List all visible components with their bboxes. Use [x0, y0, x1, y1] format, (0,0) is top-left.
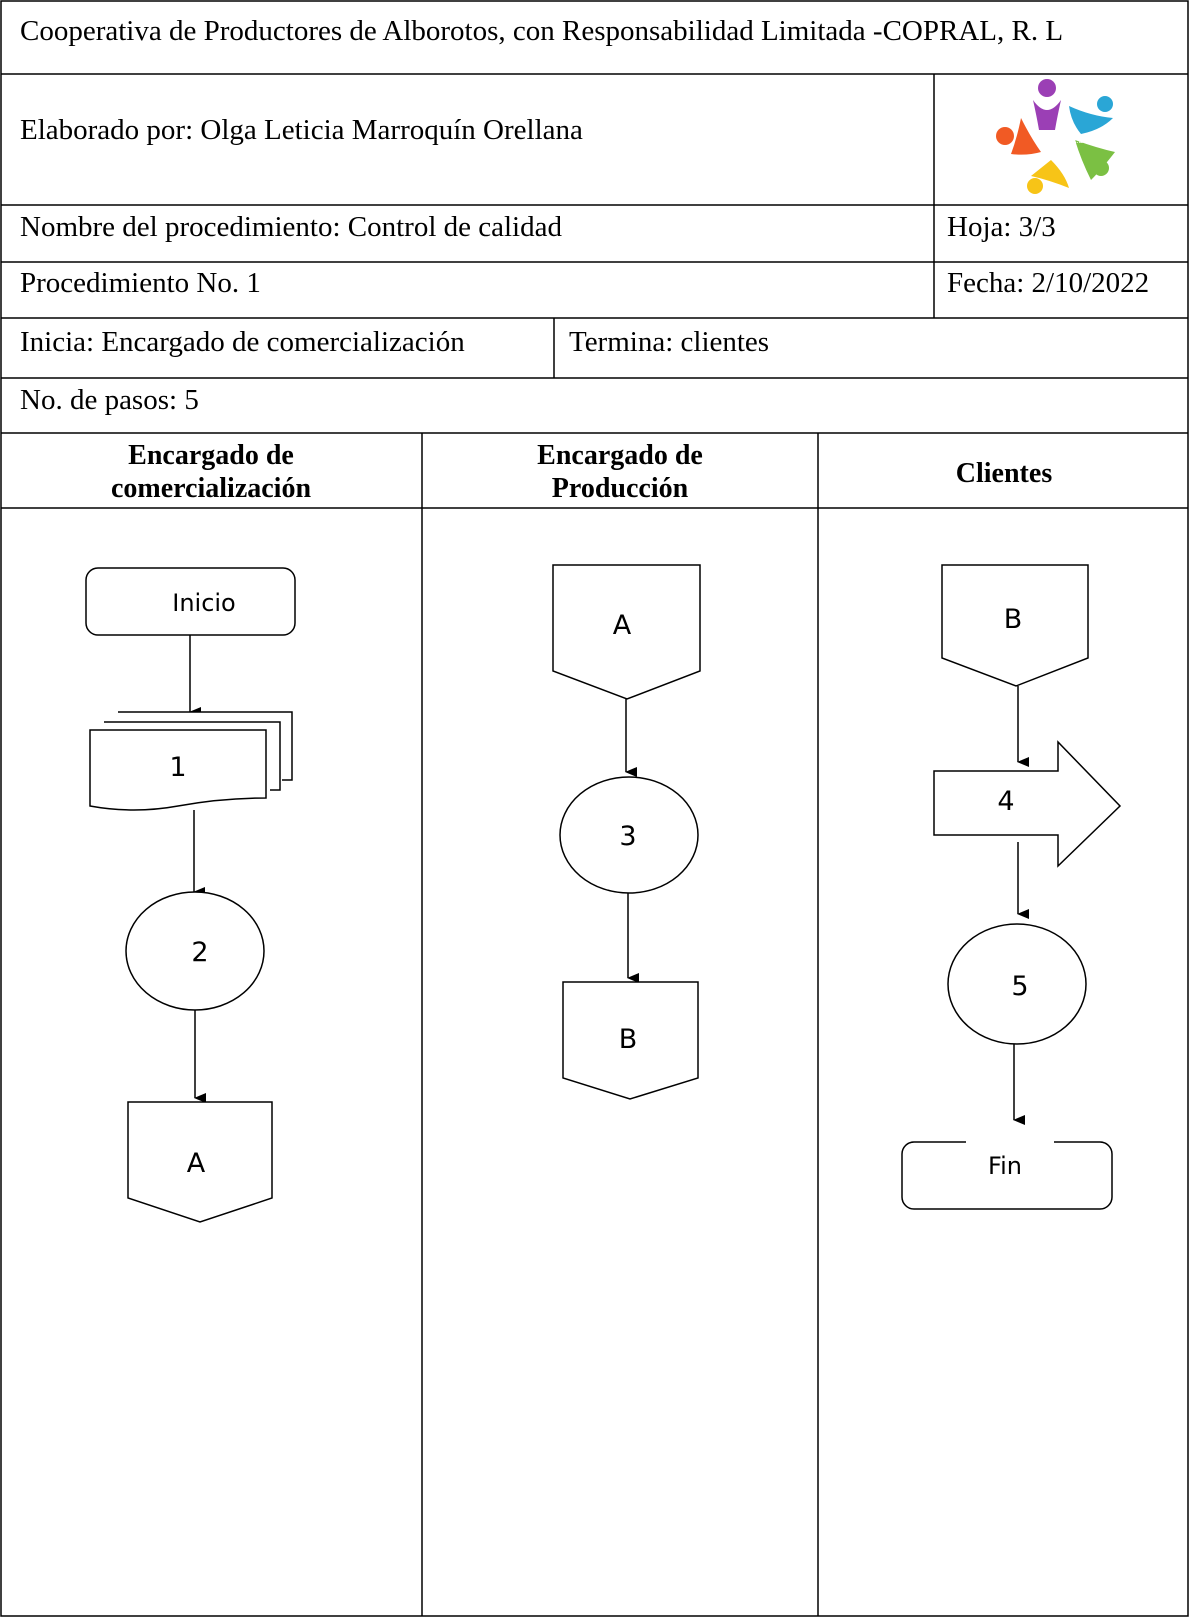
- procedure-starts: Inicia: Encargado de comercialización: [20, 326, 465, 358]
- step-1-label: 1: [169, 752, 186, 783]
- offpage-connector-a-in: [552, 564, 701, 700]
- lane-header-produccion-line2: Producción: [552, 473, 689, 504]
- connector-b-out-label: B: [619, 1024, 638, 1055]
- copral-logo: COPRAL, R.L: [996, 79, 1115, 194]
- step-2-label: 2: [191, 937, 208, 968]
- start-label: Inicio: [172, 589, 236, 617]
- end-label: Fin: [988, 1152, 1022, 1180]
- offpage-connector-a-out: [127, 1101, 273, 1223]
- steps-count: No. de pasos: 5: [20, 384, 199, 416]
- organization-title: Cooperativa de Productores de Alborotos,…: [20, 15, 1063, 47]
- sheet-number: Hoja: 3/3: [947, 211, 1056, 243]
- lane-headers: Encargado de comercialización Encargado …: [111, 440, 1052, 504]
- lane-header-clientes: Clientes: [956, 458, 1053, 489]
- lane-produccion: A 3 B: [552, 564, 701, 1100]
- lane-header-produccion-line1: Encargado de: [537, 440, 703, 471]
- connector-b-in-label: B: [1004, 604, 1023, 635]
- procedure-number: Procedimiento No. 1: [20, 267, 261, 299]
- step-3-operation: [559, 776, 699, 894]
- step-4-transport-arrow: [933, 740, 1122, 868]
- lane-comercializacion: Inicio 1 2 A: [85, 567, 296, 1223]
- step-4-label: 4: [997, 786, 1014, 817]
- connector-a-out-label: A: [187, 1148, 206, 1179]
- lane-clientes: B 4 5 Fin: [901, 564, 1122, 1210]
- logo-text: COPRAL, R.L: [1039, 137, 1082, 145]
- procedure-date: Fecha: 2/10/2022: [947, 267, 1149, 299]
- step-1-multidocument: [89, 711, 293, 811]
- offpage-connector-b-out: [562, 981, 699, 1100]
- lane-header-comercializacion-line2: comercialización: [111, 473, 312, 504]
- end-terminator-gap: [966, 1136, 1054, 1146]
- lane-header-comercializacion-line1: Encargado de: [128, 440, 294, 471]
- step-3-label: 3: [619, 821, 636, 852]
- offpage-connector-b-in: [941, 564, 1089, 687]
- connector-a-in-label: A: [613, 610, 632, 641]
- step-5-operation: [947, 923, 1087, 1045]
- procedure-ends: Termina: clientes: [569, 326, 769, 358]
- procedure-name: Nombre del procedimiento: Control de cal…: [20, 211, 562, 243]
- prepared-by: Elaborado por: Olga Leticia Marroquín Or…: [20, 114, 583, 146]
- step-5-label: 5: [1011, 971, 1028, 1002]
